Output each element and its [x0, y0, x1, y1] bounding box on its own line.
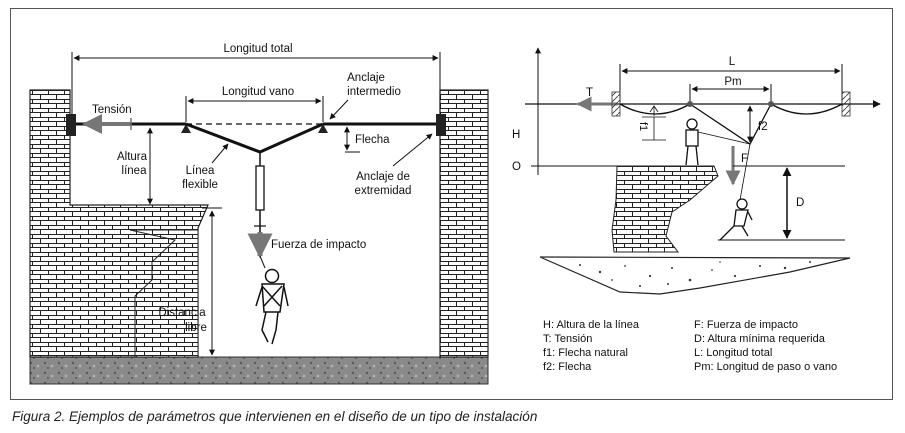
label-Pm: Pm — [724, 76, 741, 88]
intermediate-post-1 — [687, 101, 693, 107]
legend-T: T: Tensión — [543, 333, 592, 345]
label-altura-1: Altura — [117, 151, 148, 163]
standing-worker-figure — [685, 118, 751, 166]
legend-D: D: Altura mínima requerida — [694, 333, 826, 345]
cliff-ledge — [611, 165, 719, 253]
intermediate-post-2 — [768, 101, 774, 107]
end-anchor-right — [436, 114, 446, 136]
left-diagram: Longitud total Tensión Longitud vano Anc… — [29, 43, 489, 385]
right-wall — [439, 89, 489, 358]
energy-absorber — [255, 165, 265, 211]
figure-frame — [10, 8, 893, 400]
label-T: T — [586, 87, 593, 99]
lifeline-deflected — [185, 122, 324, 154]
natural-sag-span-3 — [770, 103, 843, 115]
legend-L: L: Longitud total — [694, 347, 772, 359]
label-H: H — [512, 129, 520, 141]
legend-H: H: Altura de la línea — [543, 319, 640, 331]
hanging-worker-figure — [255, 268, 289, 345]
ledge-wall — [129, 229, 199, 358]
legend: H: Altura de la línea T: Tensión f1: Fle… — [543, 319, 837, 373]
intermediate-anchor-2 — [318, 124, 328, 133]
label-tension: Tensión — [92, 104, 132, 116]
label-altura-2: línea — [122, 165, 148, 177]
label-D: D — [796, 197, 804, 209]
label-linea-flexible-1: Línea — [186, 165, 215, 177]
legend-F: F: Fuerza de impacto — [694, 319, 798, 331]
label-anclaje-intermedio-1: Anclaje — [347, 72, 385, 84]
legend-f2: f2: Flecha — [543, 361, 592, 373]
anchor-left-right-diagram — [611, 91, 621, 117]
label-linea-flexible-2: flexible — [182, 179, 218, 191]
label-fuerza-impacto: Fuerza de impacto — [271, 239, 366, 251]
anchor-right-right-diagram — [841, 91, 851, 117]
label-distancia: Distancia — [158, 307, 206, 319]
figure-caption: Figura 2. Ejemplos de parámetros que int… — [12, 409, 538, 424]
pointer-linea-flexible — [211, 143, 229, 164]
label-flecha: Flecha — [355, 134, 390, 146]
falling-worker-figure — [719, 198, 753, 241]
end-anchor-left — [66, 114, 76, 136]
label-libre: libre — [185, 322, 207, 334]
legend-f1: f1: Flecha natural — [543, 347, 628, 359]
label-anclaje-extremidad-1: Anclaje de — [356, 171, 410, 183]
right-diagram: L Pm T f1 f2 H O — [512, 47, 881, 373]
label-F: F — [741, 153, 748, 165]
pointer-anclaje-intermedio — [329, 99, 349, 120]
label-anclaje-extremidad-2: extremidad — [355, 185, 412, 197]
natural-sag-span-1 — [619, 103, 691, 115]
label-anclaje-intermedio-2: intermedio — [347, 86, 401, 98]
intermediate-anchor-1 — [181, 124, 191, 133]
label-O: O — [512, 161, 521, 173]
label-longitud-total: Longitud total — [223, 43, 292, 55]
label-f2: f2 — [758, 121, 768, 133]
ground-slab — [539, 256, 851, 295]
ground-strip — [29, 356, 489, 385]
label-longitud-vano: Longitud vano — [222, 86, 294, 98]
legend-Pm: Pm: Longitud de paso o vano — [694, 361, 837, 373]
label-f1: f1 — [637, 122, 649, 131]
label-L: L — [729, 56, 736, 68]
ground-texture — [579, 261, 811, 287]
pointer-anclaje-extremidad — [392, 133, 433, 167]
